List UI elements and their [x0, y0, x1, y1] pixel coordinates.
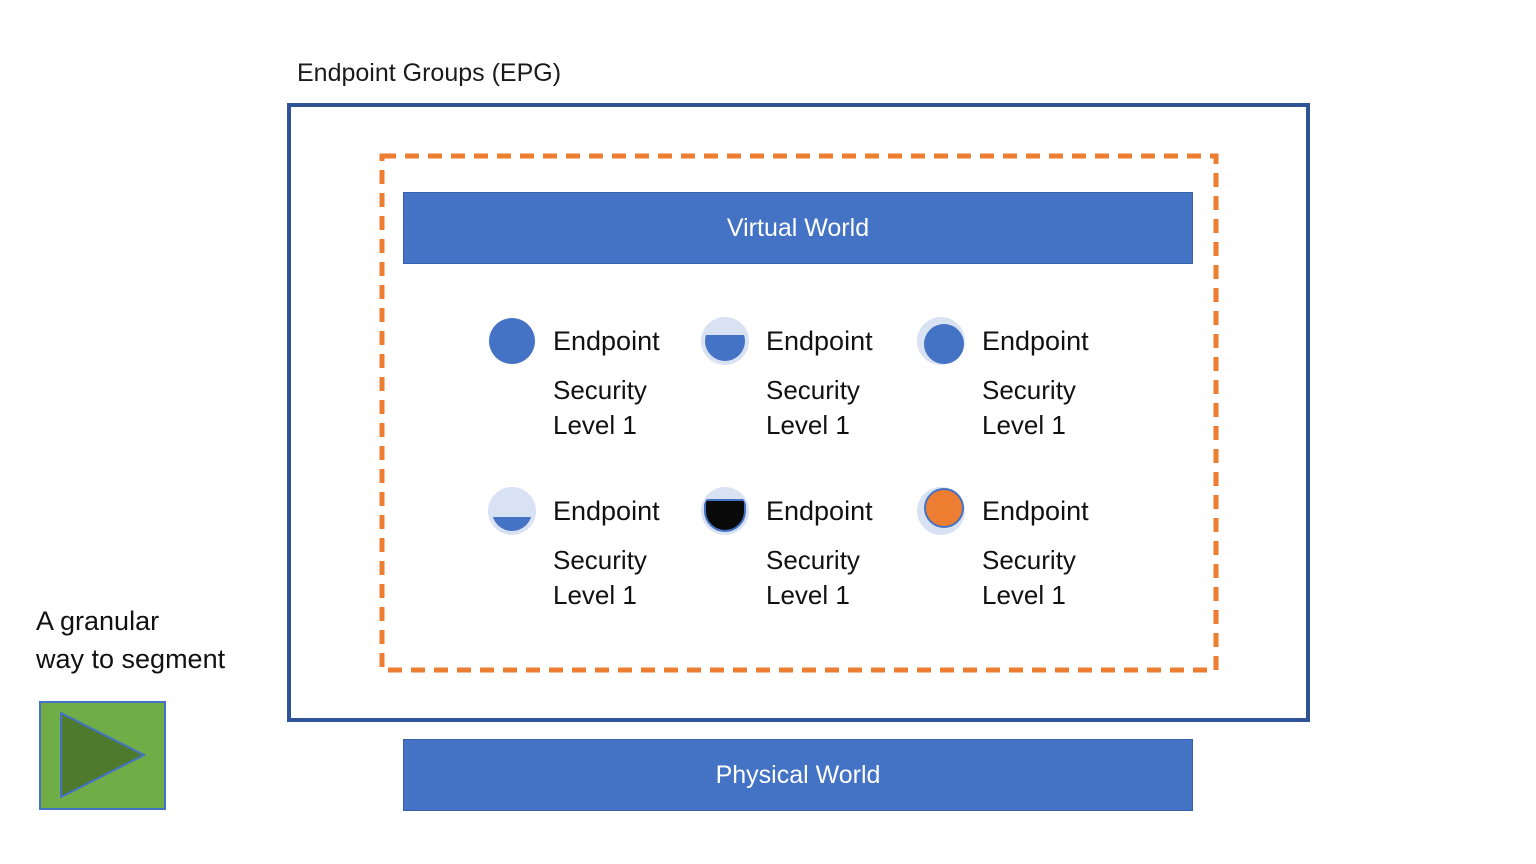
- endpoint-label: Endpoint: [982, 496, 1089, 526]
- security-level-label: Level 1: [553, 410, 637, 440]
- epg-dashed-group-box: [379, 153, 1219, 673]
- endpoint-tile: Endpoint Security Level 1: [701, 317, 873, 443]
- security-label: Security: [982, 545, 1076, 575]
- endpoint-tile: Endpoint Security Level 1: [917, 317, 1089, 443]
- physical-world-label: Physical World: [715, 760, 881, 789]
- endpoint-label: Endpoint: [766, 496, 873, 526]
- endpoint-label: Endpoint: [766, 326, 873, 356]
- security-label: Security: [553, 545, 647, 575]
- security-label: Security: [982, 375, 1076, 405]
- security-label: Security: [553, 375, 647, 405]
- virtual-world-label: Virtual World: [726, 213, 870, 242]
- circle-blue-offset-ring-icon: [917, 317, 965, 365]
- endpoint-tile: Endpoint Security Level 1: [488, 317, 660, 443]
- endpoint-label: Endpoint: [553, 326, 660, 356]
- circle-solid-blue-icon: [488, 317, 536, 365]
- virtual-world-banner: Virtual World: [403, 192, 1193, 264]
- circle-two-thirds-filled-icon: [701, 317, 749, 365]
- caption-line1: A granular: [36, 606, 160, 636]
- diagram-title: Endpoint Groups (EPG): [297, 59, 562, 87]
- segment-caption: A granular way to segment: [36, 602, 225, 678]
- endpoint-tile: Endpoint Security Level 1: [917, 487, 1089, 613]
- video-play-button[interactable]: [39, 701, 166, 810]
- security-label: Security: [766, 545, 860, 575]
- security-level-label: Level 1: [766, 580, 850, 610]
- circle-one-third-filled-icon: [488, 487, 536, 535]
- physical-world-banner: Physical World: [403, 739, 1193, 811]
- endpoint-tile: Endpoint Security Level 1: [701, 487, 873, 613]
- security-level-label: Level 1: [553, 580, 637, 610]
- security-label: Security: [766, 375, 860, 405]
- security-level-label: Level 1: [982, 580, 1066, 610]
- endpoint-label: Endpoint: [553, 496, 660, 526]
- endpoint-tile: Endpoint Security Level 1: [488, 487, 660, 613]
- circle-black-bowl-icon: [701, 487, 749, 535]
- play-icon: [60, 711, 147, 799]
- security-level-label: Level 1: [982, 410, 1066, 440]
- circle-orange-ringed-icon: [917, 487, 965, 535]
- security-level-label: Level 1: [766, 410, 850, 440]
- caption-line2: way to segment: [36, 644, 226, 674]
- endpoint-label: Endpoint: [982, 326, 1089, 356]
